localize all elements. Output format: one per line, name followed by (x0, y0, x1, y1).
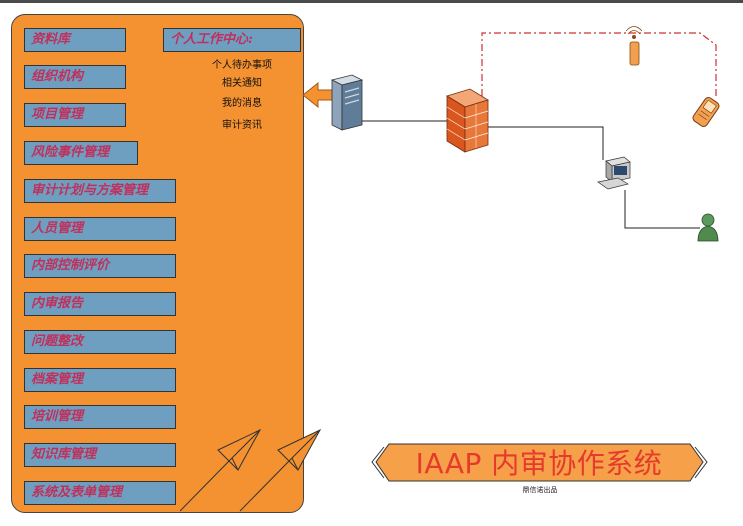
link-my-messages[interactable]: 我的消息 (222, 98, 262, 109)
server-icon (330, 74, 364, 131)
title-banner (371, 443, 708, 482)
top-border-line (0, 0, 743, 3)
wireless-antenna-icon (625, 26, 643, 66)
system-title: IAAP 内审协作系统 (415, 447, 663, 480)
publisher-caption: 鼎信诺出品 (522, 486, 558, 494)
firewall-icon (446, 88, 489, 153)
menu-item-system-forms[interactable]: 系统及表单管理 (24, 481, 176, 505)
menu-item-archives[interactable]: 档案管理 (24, 368, 176, 392)
menu-item-risk-events[interactable]: 风险事件管理 (24, 141, 138, 165)
desktop-computer-icon (597, 156, 631, 190)
menu-item-internal-control[interactable]: 内部控制评价 (24, 254, 176, 278)
link-audit-news[interactable]: 审计资讯 (222, 120, 262, 131)
arrow-icon (302, 81, 336, 109)
menu-item-knowledge-base[interactable]: 知识库管理 (24, 443, 176, 467)
menu-item-personnel[interactable]: 人员管理 (24, 217, 176, 241)
mobile-phone-icon (692, 97, 720, 127)
menu-item-project-management[interactable]: 项目管理 (24, 103, 126, 127)
personal-center-header: 个人工作中心: (163, 28, 301, 52)
link-todo-items[interactable]: 个人待办事项 (212, 60, 272, 71)
link-computer-user (624, 190, 700, 229)
user-icon (697, 213, 719, 242)
menu-item-organization[interactable]: 组织机构 (24, 65, 126, 89)
menu-item-library[interactable]: 资料库 (24, 28, 126, 52)
paper-plane-icon (179, 428, 262, 512)
wireless-link-dashed (481, 32, 717, 98)
link-firewall-computer (488, 126, 604, 160)
paper-plane-icon (239, 428, 322, 512)
menu-item-issue-rectification[interactable]: 问题整改 (24, 330, 176, 354)
menu-item-audit-plan[interactable]: 审计计划与方案管理 (24, 179, 176, 203)
menu-item-audit-report[interactable]: 内审报告 (24, 292, 176, 316)
menu-item-training[interactable]: 培训管理 (24, 405, 176, 429)
link-notifications[interactable]: 相关通知 (222, 78, 262, 89)
